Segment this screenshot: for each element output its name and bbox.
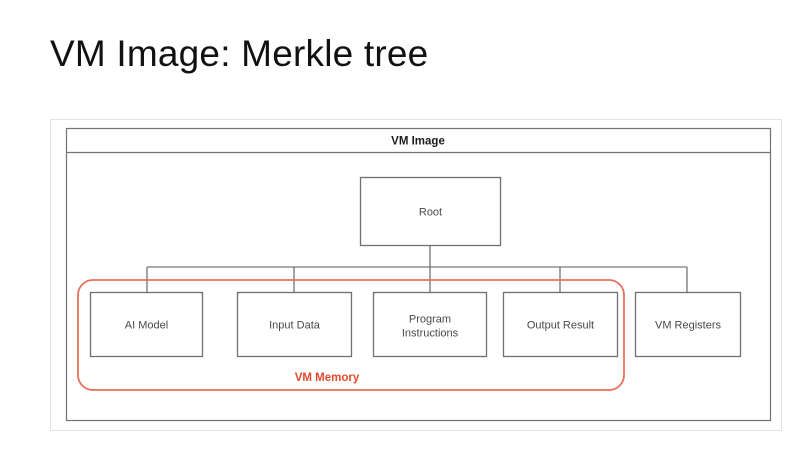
node-program-instructions[interactable]: Program Instructions (372, 291, 488, 358)
node-vm-registers-box (634, 291, 742, 358)
vm-memory-group-outline (77, 279, 625, 391)
node-ai-model-box (89, 291, 204, 358)
vm-memory-group-label: VM Memory (295, 372, 360, 384)
node-output-result[interactable]: Output Result (502, 291, 619, 358)
node-vm-registers[interactable]: VM Registers (634, 291, 742, 358)
node-program-instructions-box (372, 291, 488, 358)
node-vm-registers-label: VM Registers (655, 320, 722, 332)
node-input-data[interactable]: Input Data (236, 291, 353, 358)
node-ai-model[interactable]: AI Model (89, 291, 204, 358)
node-root-box (359, 176, 502, 247)
node-output-result-box (502, 291, 619, 358)
merkle-tree-diagram: VM Image Root AI Model Input Data (50, 119, 782, 431)
node-input-data-box (236, 291, 353, 358)
node-input-data-label: Input Data (269, 320, 321, 332)
vm-image-frame-title: VM Image (391, 136, 445, 148)
node-program-instructions-label-line1: Program (409, 314, 451, 326)
node-ai-model-label: AI Model (125, 320, 168, 332)
node-program-instructions-label-line2: Instructions (402, 328, 459, 340)
page-title: VM Image: Merkle tree (50, 33, 429, 74)
vm-image-frame (65, 127, 772, 422)
node-root[interactable]: Root (359, 176, 502, 247)
node-output-result-label: Output Result (527, 320, 594, 332)
node-root-label: Root (419, 207, 442, 219)
